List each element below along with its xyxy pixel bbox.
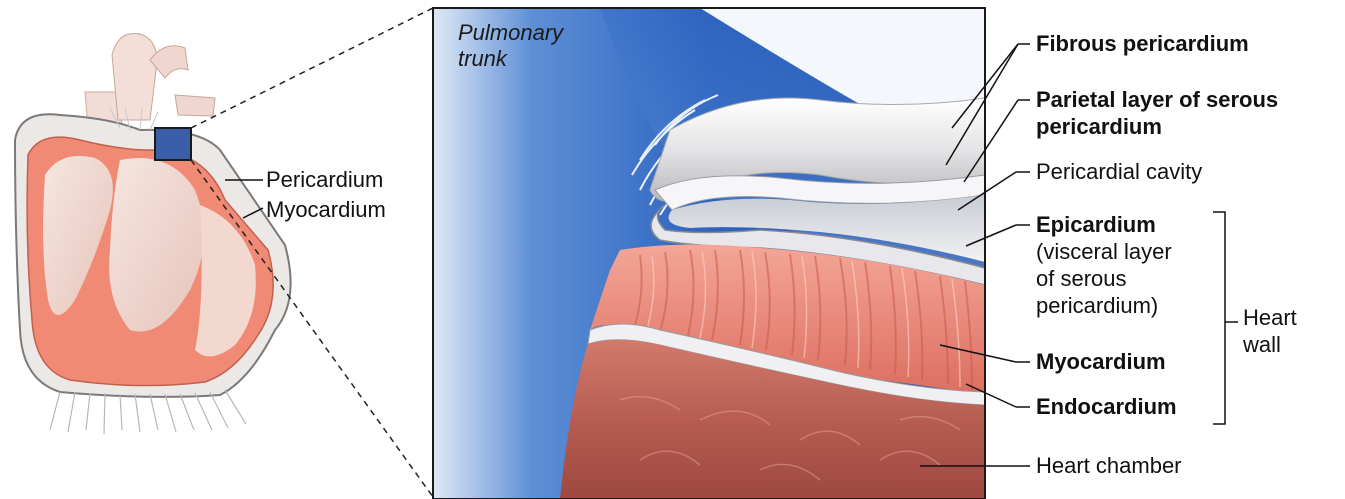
pulmonary-trunk-label-line1: Pulmonary <box>458 20 563 46</box>
label-endocardium: Endocardium <box>1036 394 1177 420</box>
label-epicardium-desc-line3: pericardium) <box>1036 293 1158 319</box>
heart-wall-bracket <box>1213 212 1238 424</box>
bracket-label-line2: wall <box>1243 332 1281 358</box>
label-heart-chamber: Heart chamber <box>1036 453 1182 479</box>
bracket-label-line1: Heart <box>1243 305 1297 331</box>
label-epicardium-desc-line1: (visceral layer <box>1036 239 1172 265</box>
overview-label-myocardium: Myocardium <box>266 197 386 223</box>
label-pericardial-cavity: Pericardial cavity <box>1036 159 1202 185</box>
label-fibrous-pericardium: Fibrous pericardium <box>1036 31 1249 57</box>
label-myocardium: Myocardium <box>1036 349 1166 375</box>
label-epicardium: Epicardium <box>1036 212 1156 238</box>
overview-heart <box>15 33 291 434</box>
label-parietal-line1: Parietal layer of serous <box>1036 87 1278 113</box>
overview-label-pericardium: Pericardium <box>266 167 383 193</box>
label-parietal-line2: pericardium <box>1036 114 1162 140</box>
label-epicardium-desc-line2: of serous <box>1036 266 1127 292</box>
detail-panel <box>433 8 985 499</box>
pulmonary-trunk-label-line2: trunk <box>458 46 507 72</box>
zoom-region-box <box>155 128 191 160</box>
